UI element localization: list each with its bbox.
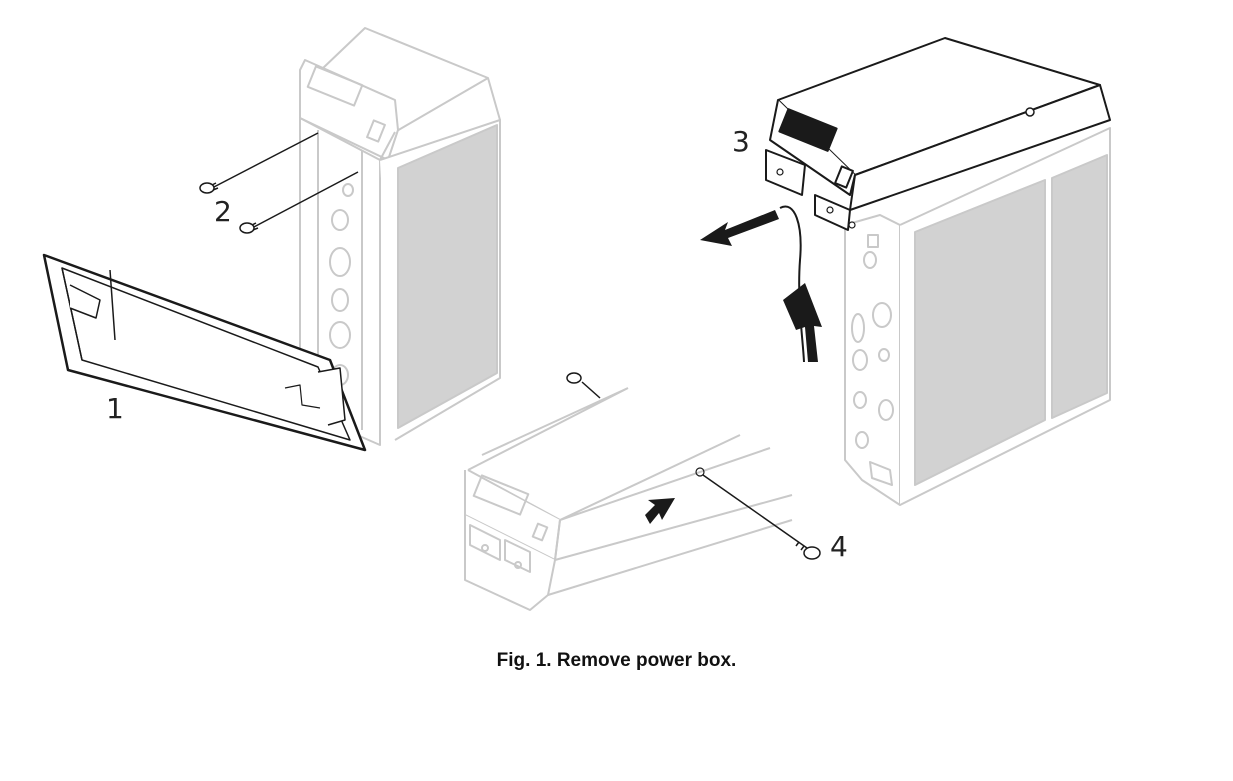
screw-icon <box>199 182 215 194</box>
callout-2: 2 <box>214 195 232 228</box>
callout-1: 1 <box>106 392 124 425</box>
screws-4 <box>702 474 821 560</box>
left-display-window <box>306 65 364 107</box>
left-rail-knockouts <box>329 183 354 386</box>
right-rail-knockouts <box>851 234 894 449</box>
insert-arrow-icon <box>645 498 675 524</box>
removed-door <box>42 253 367 452</box>
right-cabinet <box>844 127 1111 506</box>
wire-harness <box>779 205 805 363</box>
pull-arrow-up-icon <box>783 283 822 362</box>
left-switch <box>366 119 386 143</box>
left-cabinet <box>299 27 501 446</box>
center-power-box <box>464 387 793 611</box>
screws-2 <box>199 132 359 234</box>
power-box-3 <box>765 37 1111 231</box>
screw-top-center <box>566 372 601 399</box>
figure-caption: Fig. 1. Remove power box. <box>496 650 737 671</box>
power-box-display-window <box>778 108 838 152</box>
screw-icon <box>566 372 582 384</box>
pull-arrow-left-icon <box>700 210 779 246</box>
power-box-switch <box>834 165 854 189</box>
callout-3: 3 <box>732 125 750 158</box>
center-display-window <box>472 474 530 516</box>
screw-icon <box>803 546 821 560</box>
screw-icon <box>239 222 255 234</box>
callout-4: 4 <box>830 530 848 563</box>
